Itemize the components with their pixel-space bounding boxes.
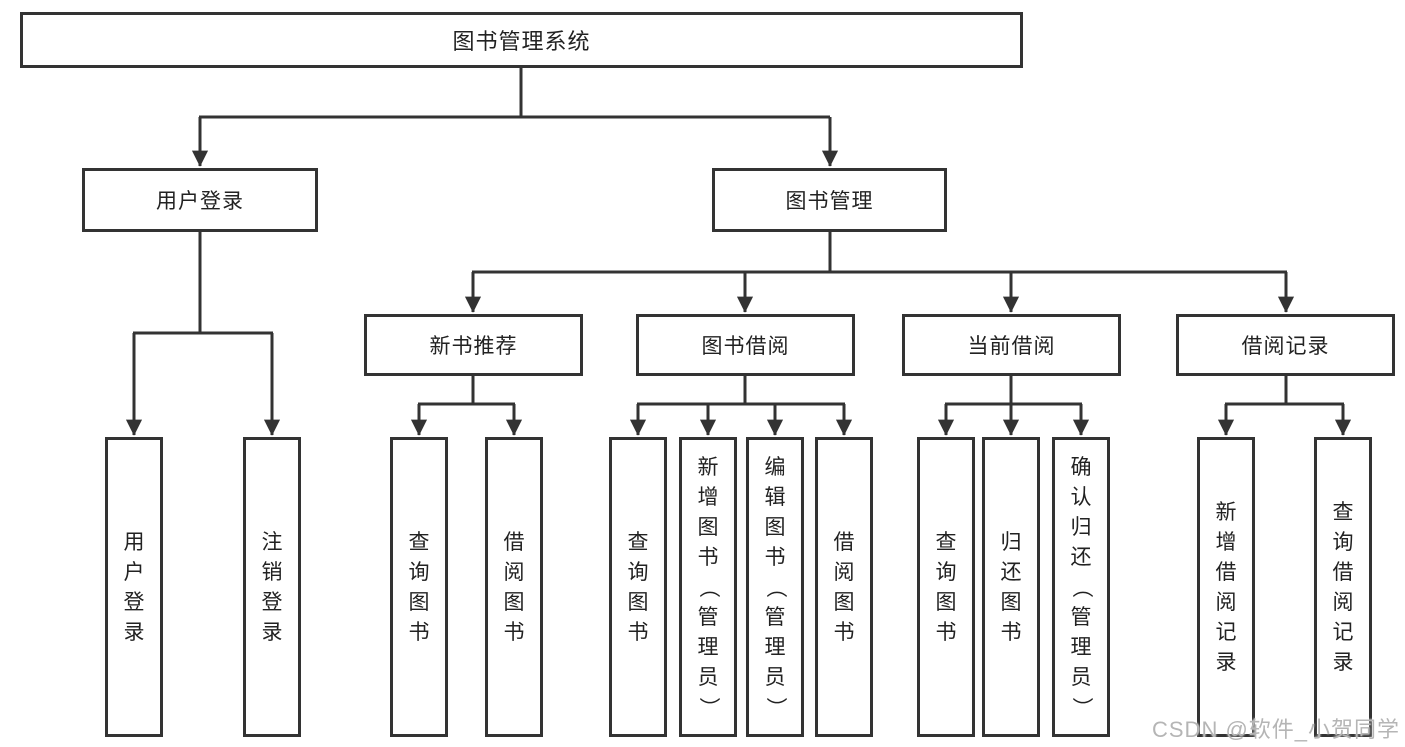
node-add-borrow-record: 新增借阅记录 (1197, 437, 1255, 737)
node-edit-book-admin: 编辑图书（管理员） (746, 437, 804, 737)
csdn-watermark: CSDN @软件_小贺同学 (1152, 717, 1401, 742)
node-system-root: 图书管理系统 (20, 12, 1023, 68)
node-label: 借阅图书 (833, 530, 855, 644)
node-book-management: 图书管理 (712, 168, 947, 232)
node-label: 图书管理系统 (452, 29, 591, 54)
node-current-borrow: 当前借阅 (902, 314, 1121, 376)
node-label: 用户登录 (123, 530, 145, 644)
node-label: 图书借阅 (701, 335, 790, 358)
node-logout: 注销登录 (243, 437, 301, 737)
node-borrow-records: 借阅记录 (1176, 314, 1395, 376)
node-return-books: 归还图书 (982, 437, 1040, 737)
node-label: 查询借阅记录 (1332, 500, 1354, 674)
node-borrow-books-recommend: 借阅图书 (485, 437, 543, 737)
node-confirm-return-admin: 确认归还（管理员） (1052, 437, 1110, 737)
node-label: 新增借阅记录 (1215, 500, 1237, 674)
node-query-books-recommend: 查询图书 (390, 437, 448, 737)
node-add-book-admin: 新增图书（管理员） (679, 437, 737, 737)
node-label: 借阅图书 (503, 530, 525, 644)
node-label: 借阅记录 (1241, 335, 1330, 358)
node-user-login: 用户登录 (82, 168, 318, 232)
node-label: 新书推荐 (429, 335, 518, 358)
node-query-books-current: 查询图书 (917, 437, 975, 737)
node-new-book-recommend: 新书推荐 (364, 314, 583, 376)
node-label: 编辑图书（管理员） (763, 455, 787, 718)
node-label: 归还图书 (1000, 530, 1022, 644)
node-borrow-books-leaf: 借阅图书 (815, 437, 873, 737)
node-label: 新增图书（管理员） (696, 455, 720, 718)
node-query-borrow-record: 查询借阅记录 (1314, 437, 1372, 737)
node-user-login-leaf: 用户登录 (105, 437, 163, 737)
node-label: 查询图书 (935, 530, 957, 644)
node-label: 用户登录 (156, 190, 244, 213)
node-label: 查询图书 (627, 530, 649, 644)
node-query-books-borrow: 查询图书 (609, 437, 667, 737)
node-label: 确认归还（管理员） (1069, 455, 1093, 718)
node-label: 查询图书 (408, 530, 430, 644)
node-label: 注销登录 (261, 530, 283, 644)
node-label: 当前借阅 (967, 335, 1056, 358)
node-label: 图书管理 (785, 190, 874, 213)
node-book-borrow: 图书借阅 (636, 314, 855, 376)
